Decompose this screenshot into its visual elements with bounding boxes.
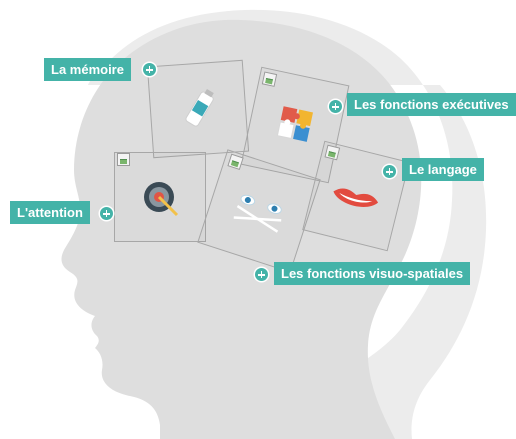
broken-image-icon	[324, 144, 341, 161]
usb-drive-icon	[185, 89, 214, 127]
visuospatial-plus-icon[interactable]	[255, 268, 268, 281]
broken-image-icon	[261, 71, 278, 87]
visuospatial-card	[197, 149, 321, 273]
memory-plus-icon[interactable]	[143, 63, 156, 76]
language-label[interactable]: Le langage	[402, 158, 484, 181]
memory-label[interactable]: La mémoire	[44, 58, 131, 81]
executive-plus-icon[interactable]	[329, 100, 342, 113]
puzzle-icon	[276, 106, 313, 142]
executive-label[interactable]: Les fonctions exécutives	[347, 93, 516, 116]
lips-icon	[333, 188, 379, 207]
executive-card	[240, 66, 350, 184]
language-plus-icon[interactable]	[383, 165, 396, 178]
broken-image-icon	[117, 153, 130, 166]
attention-card	[114, 152, 206, 242]
visuospatial-label[interactable]: Les fonctions visuo-spatiales	[274, 262, 471, 285]
memory-card	[146, 59, 250, 159]
language-card	[302, 140, 410, 252]
broken-image-icon	[227, 153, 244, 171]
eyes-arrows-icon	[233, 194, 282, 233]
attention-label[interactable]: L'attention	[10, 201, 90, 224]
target-icon	[144, 182, 179, 217]
attention-plus-icon[interactable]	[100, 207, 113, 220]
